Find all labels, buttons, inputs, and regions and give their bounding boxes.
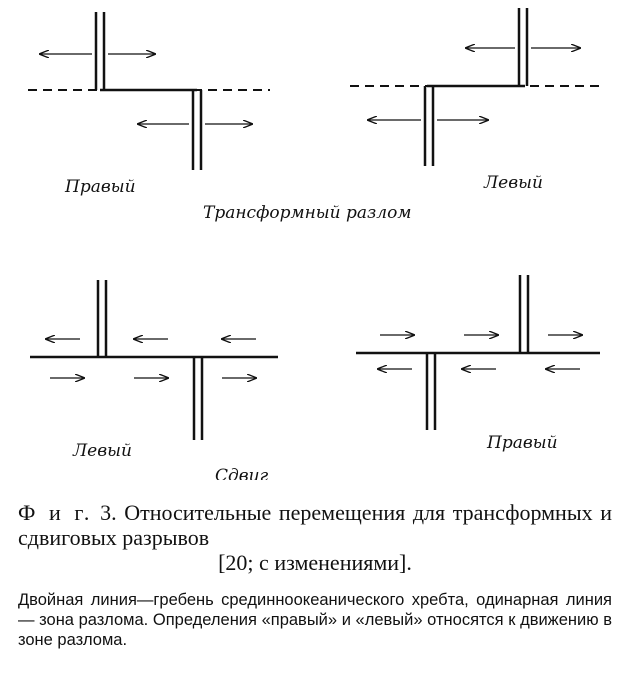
label-strike-slip: Сдвиг	[215, 466, 269, 480]
ridge-segment-upper	[517, 8, 529, 86]
strike-slip-left	[30, 280, 278, 440]
strike-slip-right	[356, 275, 600, 430]
fault-diagram: Правый Левый Трансформный разлом	[28, 8, 600, 480]
ridge-segment-lower	[192, 357, 204, 440]
figure-number: 3.	[100, 500, 117, 525]
figure-reference: [20; с изменениями].	[218, 550, 412, 575]
ridge-segment-upper	[518, 275, 530, 353]
label-bottom-right: Правый	[486, 433, 558, 453]
ridge-segment-lower	[425, 353, 437, 430]
ridge-segment-upper	[94, 12, 106, 90]
figure-caption: Ф и г. 3. Относительные перемещения для …	[18, 500, 612, 575]
figure-label: Ф и г.	[18, 500, 93, 525]
ridge-segment-lower	[423, 86, 435, 166]
figure-title: Относительные перемещения для трансформн…	[18, 500, 613, 550]
label-top-left: Левый	[483, 173, 543, 193]
ridge-segment-lower	[191, 90, 203, 170]
figure-note: Двойная линия—гребень срединноокеаническ…	[18, 591, 612, 649]
transform-fault-left	[350, 8, 600, 166]
transform-fault-right	[28, 12, 270, 170]
ridge-segment-upper	[96, 280, 108, 357]
label-top-right: Правый	[64, 177, 136, 197]
label-bottom-left: Левый	[72, 441, 132, 461]
label-transform-fault: Трансформный разлом	[203, 203, 411, 223]
